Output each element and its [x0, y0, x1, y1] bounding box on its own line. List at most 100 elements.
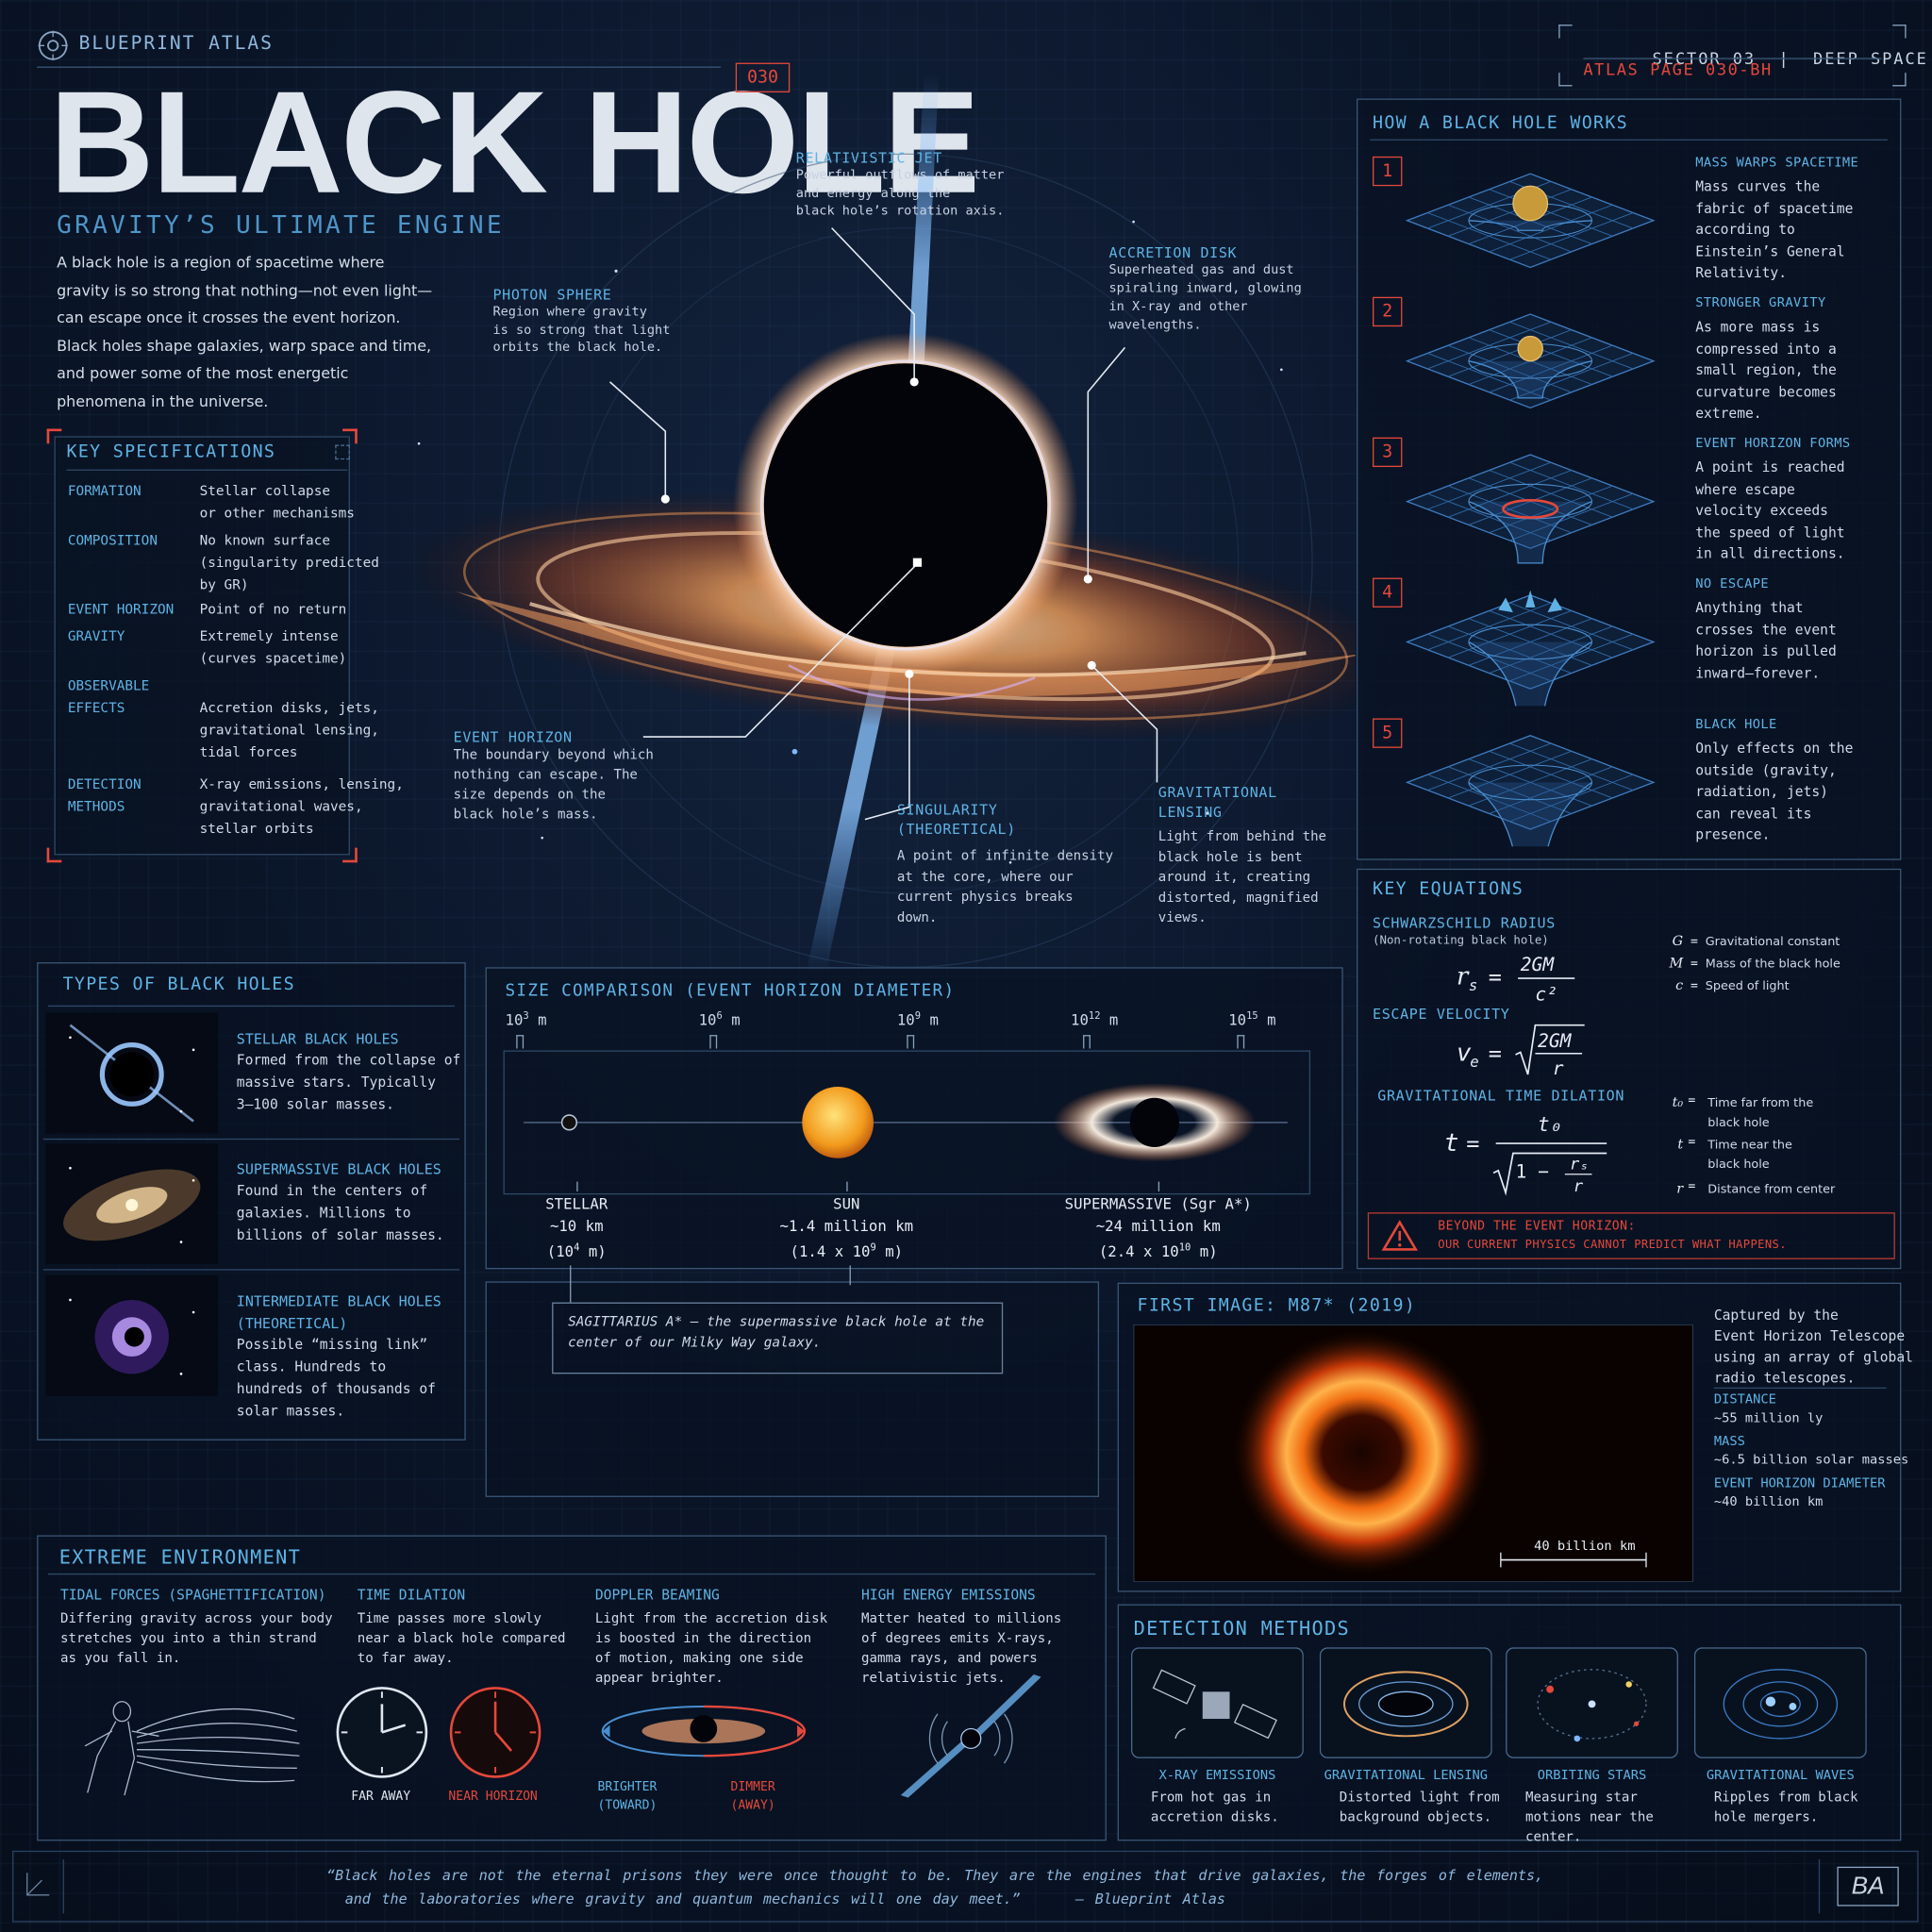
type-divider	[42, 1269, 460, 1271]
callout-photon-sphere: PHOTON SPHERE Region where gravity is so…	[492, 286, 702, 357]
callout-accretion-disk: ACCRETION DISK Superheated gas and dust …	[1109, 244, 1319, 336]
types-panel: TYPES OF BLACK HOLES STELLAR BLACK HOLES…	[37, 962, 466, 1441]
sci-exponent: 9	[870, 1241, 876, 1254]
lensing-ring-icon	[1319, 1647, 1492, 1758]
extreme-item-text: Time passes more slowly near a black hol…	[357, 1610, 566, 1666]
scale-unit: m	[528, 1011, 547, 1029]
sci-suffix: m)	[875, 1242, 904, 1261]
sagittarius-note: SAGITTARIUS A* – the supermassive black …	[552, 1302, 1004, 1374]
supermassive-black-hole-image	[45, 1143, 219, 1265]
schwarzschild-subtitle: (Non-rotating black hole)	[1373, 934, 1549, 948]
spec-label: OBSERVABLE EFFECTS	[67, 677, 150, 716]
key-equations-panel: KEY EQUATIONS SCHWARZSCHILD RADIUS (Non-…	[1357, 868, 1902, 1270]
brand-logo-icon	[37, 29, 69, 61]
xray-satellite-icon	[1131, 1647, 1304, 1758]
sector-name: DEEP SPACE	[1813, 50, 1928, 70]
step-number: 5	[1373, 718, 1403, 748]
sci-prefix: (2.4 x 10	[1098, 1242, 1179, 1261]
extreme-item-title: DOPPLER BEAMING	[594, 1587, 720, 1604]
variable-desc: Time far from the black hole	[1707, 1096, 1814, 1130]
black-hole-illustration	[403, 74, 1356, 974]
svg-text:e: e	[1470, 1053, 1478, 1071]
size-object-tick	[846, 1181, 848, 1192]
header-rule	[37, 66, 722, 68]
fact-label: DISTANCE	[1713, 1391, 1776, 1407]
variable-eq: =	[1688, 1180, 1696, 1194]
extreme-item-title: TIME DILATION	[357, 1587, 466, 1604]
size-object: STELLAR~10 km(104 m)	[441, 1194, 712, 1264]
spec-label: GRAVITY	[67, 628, 125, 645]
svg-text:=: =	[1489, 1041, 1502, 1067]
variable-eq: =	[1688, 1136, 1696, 1150]
scale-exponent: 9	[914, 1010, 922, 1022]
scale-exponent: 15	[1246, 1010, 1258, 1022]
types-title: TYPES OF BLACK HOLES	[62, 974, 295, 995]
step-text: A point is reached where escape velocity…	[1695, 459, 1845, 562]
type-text: Found in the centers of galaxies. Millio…	[236, 1182, 444, 1243]
clock-near-icon	[449, 1687, 541, 1778]
scale-base: 10	[1228, 1011, 1247, 1029]
gravitational-waves-icon	[1693, 1647, 1867, 1758]
variable-row: M=Mass of the black hole	[1666, 949, 1840, 973]
fact-label: EVENT HORIZON DIAMETER	[1713, 1475, 1886, 1491]
size-object-sci: (104 m)	[441, 1237, 712, 1263]
callout-title: EVENT HORIZON	[453, 727, 573, 746]
svg-text:r: r	[1574, 1177, 1584, 1196]
spacetime-grid-graphic	[1405, 313, 1656, 409]
time-dilation-title: GRAVITATIONAL TIME DILATION	[1377, 1086, 1625, 1105]
variable-desc: Mass of the black hole	[1705, 957, 1840, 972]
spec-label: EVENT HORIZON	[67, 601, 175, 618]
m87-image	[1133, 1324, 1693, 1583]
footer-quote-line-2: and the laboratories where gravity and q…	[344, 1890, 1021, 1907]
svg-text:r: r	[1457, 963, 1470, 991]
schwarzschild-title: SCHWARZSCHILD RADIUS	[1373, 914, 1556, 932]
scale-tick-label: 109 m	[897, 1010, 939, 1029]
scale-tick	[709, 1035, 718, 1049]
time-dilation-equation: t = t₀ 1 − rₛ r	[1444, 1113, 1607, 1196]
type-title: STELLAR BLACK HOLES	[236, 1029, 399, 1048]
type-divider	[42, 1138, 460, 1141]
step-text: Anything that crosses the event horizon …	[1695, 600, 1837, 681]
callout-text: A point of infinite density at the core,…	[896, 847, 1114, 925]
variable-desc: Gravitational constant	[1705, 935, 1840, 949]
step-title: MASS WARPS SPACETIME	[1695, 155, 1859, 171]
size-object-size: ~24 million km	[1095, 1216, 1221, 1235]
extreme-item-text: Matter heated to millions of degrees emi…	[860, 1610, 1062, 1686]
step-title: STRONGER GRAVITY	[1695, 295, 1826, 311]
type-text: Formed from the collapse of massive star…	[236, 1052, 461, 1113]
step-title: EVENT HORIZON FORMS	[1695, 436, 1851, 452]
extreme-item-text: Differing gravity across your body stret…	[59, 1610, 333, 1666]
escape-velocity-equation: v e = 2GM r	[1457, 1024, 1585, 1079]
near-horizon-label: NEAR HORIZON	[448, 1790, 538, 1805]
scale-exponent: 3	[523, 1010, 529, 1022]
callout-title: RELATIVISTIC JET	[795, 149, 942, 167]
footer-attribution: — Blueprint Atlas	[1075, 1890, 1225, 1907]
variable-row: G=Gravitational constant	[1666, 926, 1840, 950]
orbiting-stars-icon	[1506, 1647, 1678, 1758]
page-subtitle: GRAVITY’S ULTIMATE ENGINE	[57, 209, 505, 240]
works-title: HOW A BLACK HOLE WORKS	[1373, 113, 1628, 134]
sagittarius-note-panel: SAGITTARIUS A* – the supermassive black …	[485, 1265, 1100, 1497]
size-object-name: STELLAR	[545, 1194, 608, 1213]
escape-velocity-title: ESCAPE VELOCITY	[1373, 1005, 1510, 1024]
scale-tick-label: 106 m	[699, 1010, 741, 1029]
step-text: Only effects on the outside (gravity, ra…	[1695, 740, 1854, 843]
extreme-item-text: Light from the accretion disk is boosted…	[594, 1610, 828, 1686]
footer-bar: “Black holes are not the eternal prisons…	[12, 1850, 1919, 1923]
detection-item-text: Measuring star motions near the center.	[1524, 1789, 1654, 1845]
size-object-tick	[576, 1181, 578, 1192]
extreme-environment-panel: EXTREME ENVIRONMENT TIDAL FORCES (SPAGHE…	[37, 1535, 1107, 1841]
high-energy-emissions-graphic	[900, 1674, 1041, 1798]
variable-desc: Time near the black hole	[1707, 1138, 1792, 1173]
size-title: SIZE COMPARISON (EVENT HORIZON DIAMETER)	[505, 980, 956, 1001]
detection-title: DETECTION METHODS	[1133, 1617, 1351, 1641]
size-object-sci: (1.4 x 109 m)	[711, 1237, 982, 1263]
m87-caption: Captured by the Event Horizon Telescope …	[1713, 1307, 1913, 1387]
spec-value: Stellar collapse or other mechanisms	[199, 482, 355, 522]
first-image-panel: FIRST IMAGE: M87* (2019) 40 billion km C…	[1117, 1282, 1913, 1592]
svg-text:=: =	[1466, 1130, 1479, 1157]
variable-desc: Speed of light	[1705, 979, 1790, 993]
scale-tick-label: 1015 m	[1228, 1010, 1275, 1029]
